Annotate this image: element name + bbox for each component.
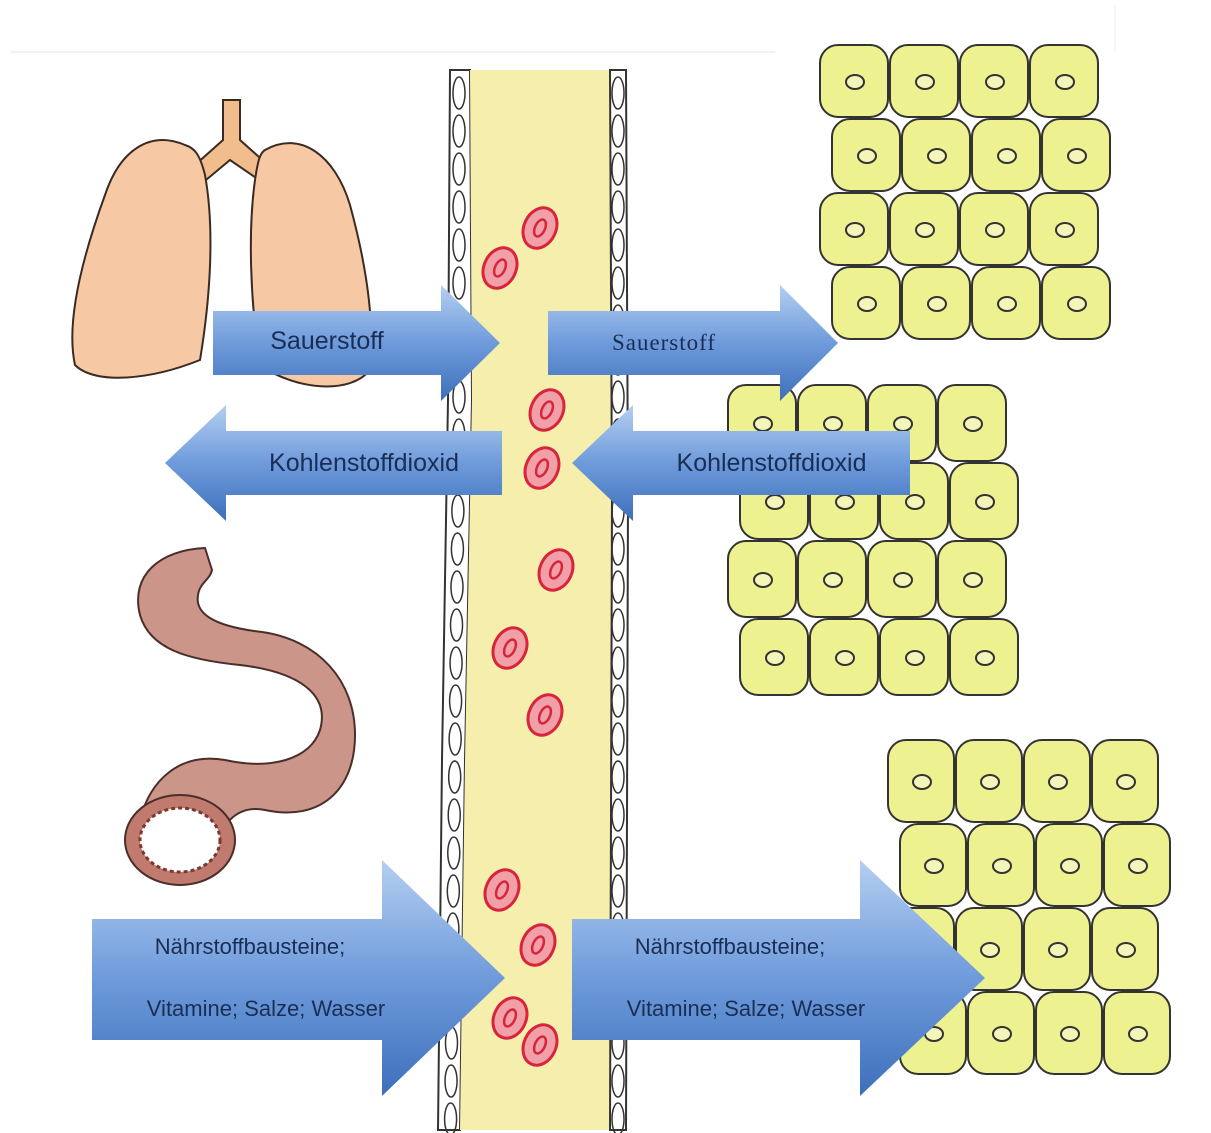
tissue-cell bbox=[888, 740, 954, 822]
tissue-cell bbox=[820, 45, 888, 117]
label-co2-tissue: Kohlenstoffdioxid bbox=[633, 448, 910, 478]
tissue-cell bbox=[902, 267, 970, 339]
tissue-cell bbox=[972, 119, 1040, 191]
tissue-cell bbox=[1024, 740, 1090, 822]
label-nutrients-left-line1: Nährstoffbausteine; bbox=[100, 930, 400, 964]
tissue-cell bbox=[1104, 824, 1170, 906]
tissue-cell bbox=[810, 619, 878, 695]
tissue-cell bbox=[1092, 740, 1158, 822]
tissue-cell bbox=[832, 119, 900, 191]
tissue-cell bbox=[938, 385, 1006, 461]
tissue-cell bbox=[968, 824, 1034, 906]
tissue-cell bbox=[890, 45, 958, 117]
tissue-cell bbox=[950, 619, 1018, 695]
tissue-cell bbox=[1030, 45, 1098, 117]
tissue-cell bbox=[968, 992, 1034, 1074]
tissue-cell bbox=[880, 619, 948, 695]
tissue-cell bbox=[890, 193, 958, 265]
tissue-cell bbox=[900, 824, 966, 906]
tissue-cell bbox=[740, 619, 808, 695]
tissue-cell bbox=[1024, 908, 1090, 990]
tissue-cell bbox=[728, 541, 796, 617]
intestine-icon bbox=[125, 548, 355, 885]
tissue-cell bbox=[972, 267, 1040, 339]
body-cells-top bbox=[820, 45, 1110, 339]
tissue-cell bbox=[820, 193, 888, 265]
tissue-cell bbox=[960, 193, 1028, 265]
label-co2-lung: Kohlenstoffdioxid bbox=[226, 448, 502, 478]
tissue-cell bbox=[868, 541, 936, 617]
tissue-cell bbox=[902, 119, 970, 191]
label-nutrients-right-line2: Vitamine; Salze; Wasser bbox=[580, 992, 912, 1026]
label-nutrients-right-line1: Nährstoffbausteine; bbox=[580, 930, 880, 964]
tissue-cell bbox=[798, 541, 866, 617]
tissue-cell bbox=[1104, 992, 1170, 1074]
tissue-cell bbox=[1036, 992, 1102, 1074]
label-oxygen-tissue: Sauerstoff bbox=[548, 328, 780, 358]
tissue-cell bbox=[1036, 824, 1102, 906]
tissue-cell bbox=[832, 267, 900, 339]
tissue-cell bbox=[960, 45, 1028, 117]
label-oxygen-lung: Sauerstoff bbox=[213, 326, 441, 356]
tissue-cell bbox=[956, 740, 1022, 822]
tissue-cell bbox=[1030, 193, 1098, 265]
tissue-cell bbox=[938, 541, 1006, 617]
label-nutrients-left-line2: Vitamine; Salze; Wasser bbox=[100, 992, 432, 1026]
tissue-cell bbox=[950, 463, 1018, 539]
tissue-cell bbox=[1042, 267, 1110, 339]
tissue-cell bbox=[1042, 119, 1110, 191]
tissue-cell bbox=[1092, 908, 1158, 990]
